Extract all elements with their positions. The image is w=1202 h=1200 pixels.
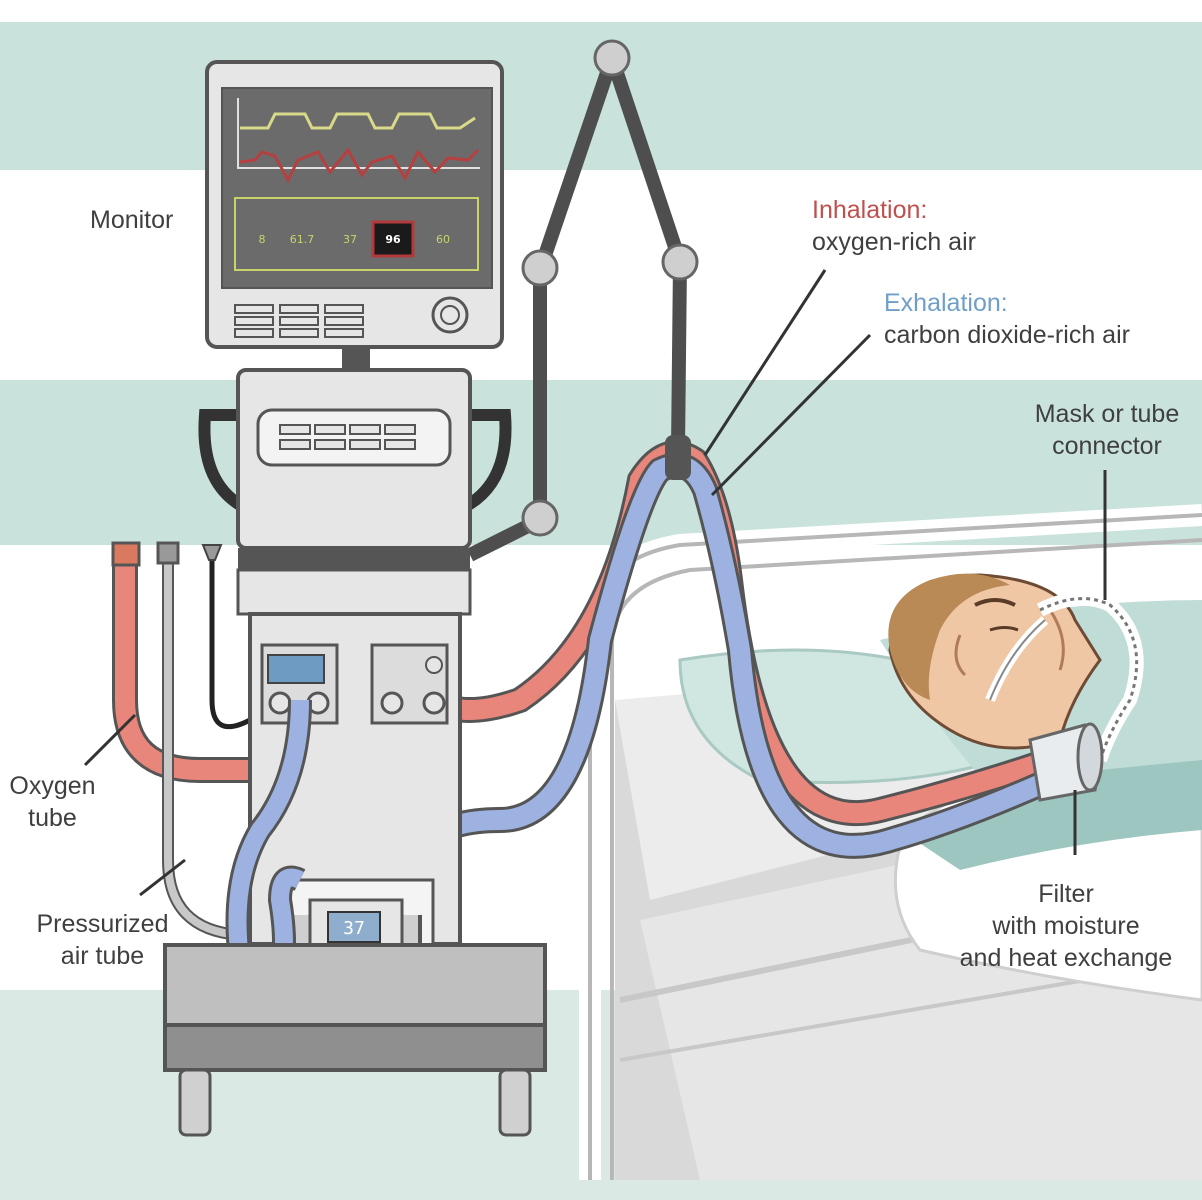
highlight-readout-box — [371, 220, 415, 258]
patient — [888, 573, 1102, 750]
exhalation-label: Exhalation: carbon dioxide-rich air — [884, 287, 1130, 351]
readout-3: 37 — [343, 233, 357, 246]
readout-2: 61.7 — [290, 233, 315, 246]
exhalation-desc: carbon dioxide-rich air — [884, 321, 1130, 349]
inhalation-desc: oxygen-rich air — [812, 228, 976, 256]
support-arm — [466, 39, 699, 562]
inhalation-title: Inhalation: — [812, 196, 928, 224]
readout-5: 60 — [436, 233, 450, 246]
humidifier-display — [327, 911, 381, 943]
breathing-circuit — [387, 435, 1104, 906]
mask-label: Mask or tube connector — [1034, 400, 1180, 460]
monitor-label: Monitor — [90, 206, 174, 234]
exhalation-title: Exhalation: — [884, 289, 1008, 317]
oxygen-tube-label: Oxygen tube — [9, 772, 96, 832]
readout-1: 8 — [259, 233, 266, 246]
waveform-bottom — [239, 147, 480, 184]
filter-label: Filter with moisture and heat exchange — [959, 880, 1173, 972]
waveform-top — [240, 112, 476, 130]
air-tube-cap — [156, 541, 180, 565]
readout-4: 96 — [385, 233, 401, 246]
ventilator-cart: 8 61.7 37 96 60 — [163, 60, 547, 1137]
mask-connector — [985, 591, 1144, 763]
inhalation-label: Inhalation: oxygen-rich air — [812, 194, 976, 258]
leader-lines — [83, 269, 1107, 897]
monitor-buttons — [234, 304, 364, 338]
oxygen-tube-cap — [111, 541, 141, 567]
monitor-knob — [431, 296, 469, 334]
humidifier-temp: 37 — [343, 918, 365, 939]
status-display — [267, 654, 325, 684]
supply-tubes — [111, 541, 252, 941]
pressurized-tube-label: Pressurized air tube — [36, 910, 169, 970]
